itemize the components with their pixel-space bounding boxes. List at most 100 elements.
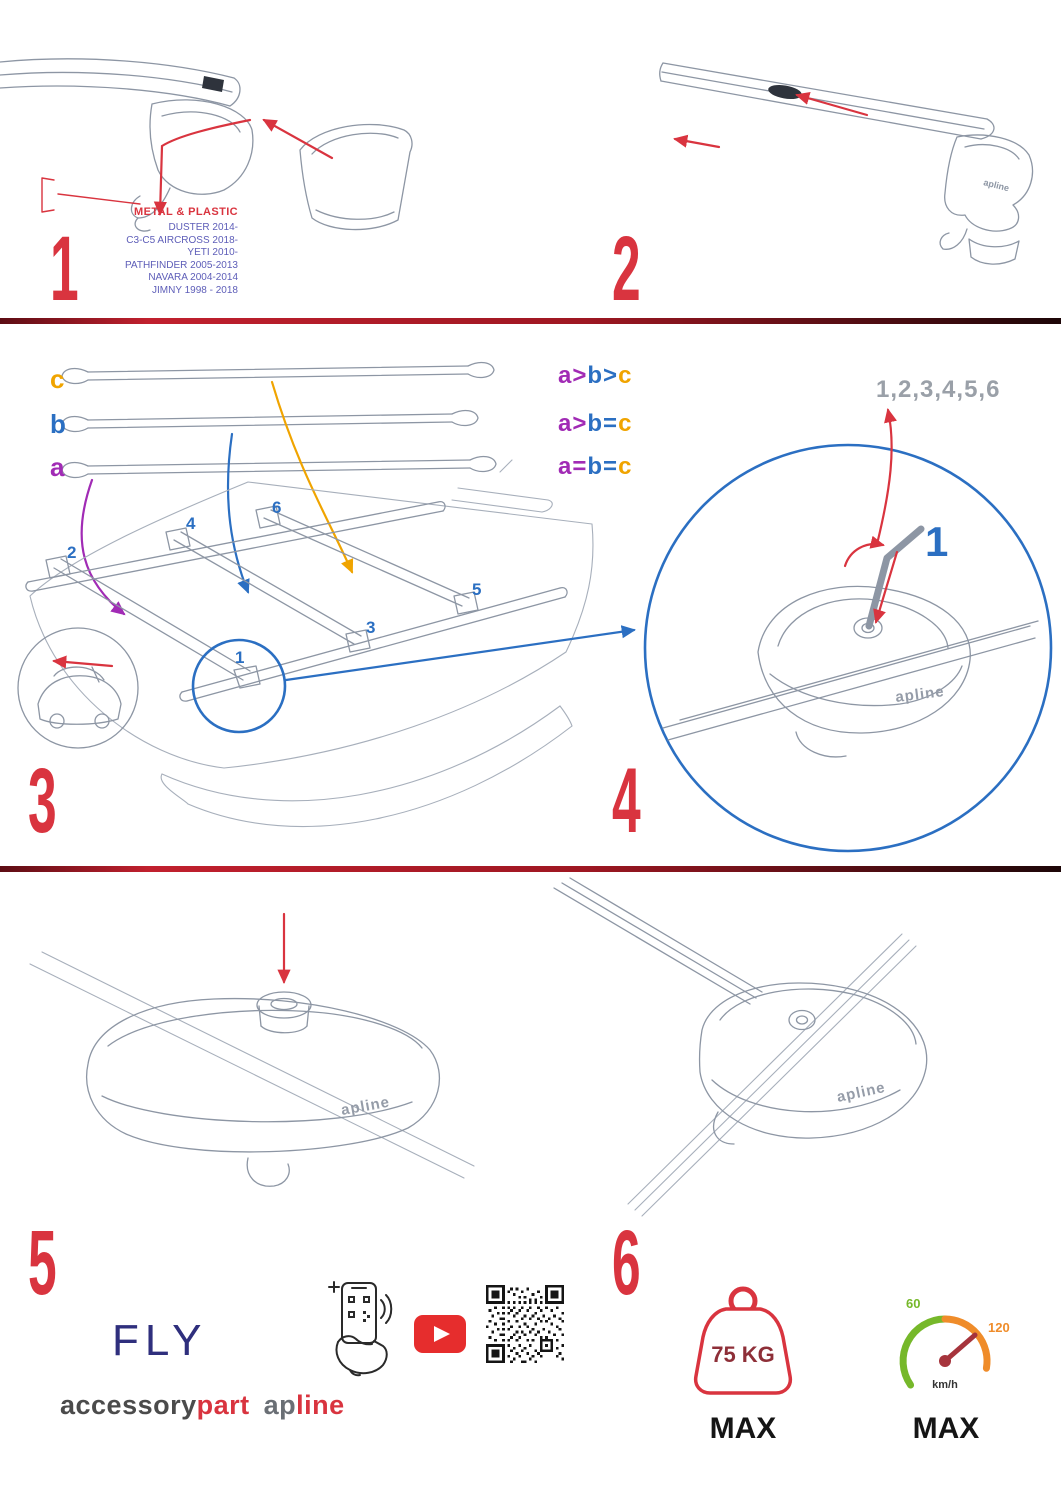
knob-drawing [256,991,312,1019]
apline-logo-on-part: apline [835,1079,887,1106]
rule3-c: c [618,453,633,480]
youtube-icon [414,1315,466,1353]
rule2-op2: = [603,410,619,437]
bar-slot [768,84,802,100]
bar-logo-chip [202,76,224,92]
leader-bar-c [270,380,354,574]
vehicle-model: PATHFINDER 2005-2013 [124,259,238,271]
step2-red-arrows [673,92,869,149]
rule3-op2: = [603,453,619,480]
sequence-arrow [876,408,897,542]
rule2-op1: > [572,410,588,437]
rail-drawing [627,933,917,1217]
rule2-c: c [618,410,633,437]
step4-magnified-view: apline [643,408,1053,853]
phone-in-hand-icon [328,1281,393,1377]
step1-reference-bracket [41,177,141,213]
brand-accessory: accessory [60,1390,197,1420]
gauge-hub [939,1355,951,1367]
rule3-op1: = [572,453,588,480]
mounted-crossbars-drawing [45,505,479,689]
brand-line: line [296,1390,345,1420]
weight-body [693,1307,793,1395]
allen-key-drawing [865,525,925,630]
rule1-op2: > [603,362,619,389]
rail-in-detail [662,620,1039,741]
crossbar-a-drawing [61,455,497,479]
rule2-a: a [558,410,573,437]
bar-length-rule-3: a=b=c [558,453,632,481]
speed-max-label: MAX [912,1412,980,1445]
rubber-pad-drawing [299,123,413,231]
step3-step4-drawing: apline [17,361,1053,853]
step6-mounted-foot-drawing: apline [553,877,928,1217]
foot-drawing [698,982,928,1145]
product-name: FLY [112,1316,208,1365]
qr-on-screen [348,1296,370,1322]
rail-drawing [29,951,475,1179]
section-divider [0,318,1061,324]
car-roof-drawing [29,459,594,827]
vehicle-model: DUSTER 2014- [168,222,238,233]
step6-number: 6 [612,1212,641,1314]
speed-high-label: 120 [988,1320,1010,1335]
rule1-a: a [558,362,573,389]
scan-qr-phone-icon [328,1281,393,1377]
weight-max-label: MAX [709,1412,777,1445]
rule1-c: c [618,362,633,389]
bar-label-b: b [50,409,66,439]
speed-low-label: 60 [906,1296,920,1311]
apline-logo-on-part: apline [983,177,1011,193]
vehicle-model: YETI 2010- [187,247,238,258]
bar-length-rule-1: a>b>c [558,362,632,390]
crossbar-drawing [659,62,995,140]
foot-with-knob-drawing [86,997,441,1187]
step3-number: 3 [28,750,57,852]
step1-clamp-drawing [0,58,413,232]
sequence-first-label: 1 [925,518,949,565]
magnify-leader-line [284,625,636,682]
gauge-needle [942,1332,978,1364]
travel-direction-arrow [52,655,114,669]
weight-value-label: 75 KG [711,1342,775,1367]
leader-bar-b [226,432,250,594]
position1-highlight-circle [191,638,287,734]
position-label-4: 4 [186,514,196,533]
brand-ap: ap [263,1390,297,1420]
insert-arrow [873,550,899,624]
tightening-sequence-label: 1,2,3,4,5,6 [876,376,1001,403]
roof-rails-drawing [25,501,568,702]
position-label-6: 6 [272,498,282,517]
gauge-green-arc [899,1315,949,1389]
qr-code [486,1285,564,1363]
apline-logo-on-part: apline [894,683,945,706]
bar-length-rule-2: a>b=c [558,410,632,438]
section-divider [0,866,1061,872]
knob-top-drawing [270,997,298,1011]
car-icon [37,666,122,729]
vehicle-model: NAVARA 2004-2014 [148,272,238,283]
rule3-a: a [558,453,573,480]
position-label-3: 3 [366,618,376,637]
step1-red-arrows [153,118,334,216]
brand-part: part [196,1390,250,1420]
step1-number: 1 [50,218,79,320]
crossbar-drawing [553,877,763,1005]
rule1-b: b [587,362,604,389]
vehicle-model: C3-C5 AIRCROSS 2018- [126,234,238,246]
position-label-2: 2 [67,543,77,562]
rule1-op1: > [572,362,588,389]
weight-limit-icon: 75 KG [693,1286,793,1395]
step5-number: 5 [28,1212,57,1314]
position-label-5: 5 [472,580,482,599]
crossbar-c-drawing [61,361,495,385]
step2-number: 2 [612,218,641,320]
step4-number: 4 [612,750,641,852]
step5-knob-press-drawing: apline [29,912,475,1187]
vehicle-model: JIMNY 1998 - 2018 [152,284,238,296]
apline-logo-on-part: apline [340,1094,392,1119]
crossbar-b-drawing [61,409,479,433]
bar-label-a: a [50,452,65,482]
